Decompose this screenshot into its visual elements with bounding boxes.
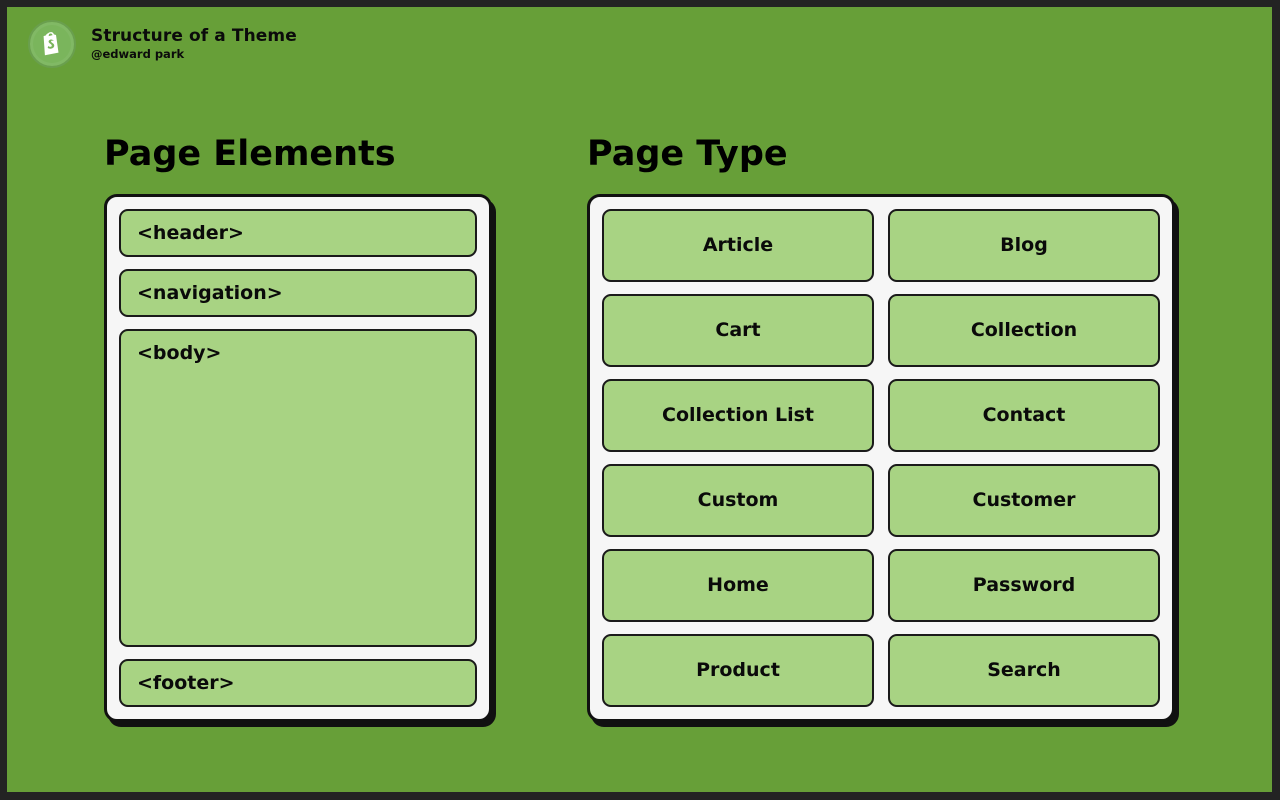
page-type-blog[interactable]: Blog — [888, 209, 1160, 282]
page-type-grid: Article Blog Cart Collection Collection … — [602, 209, 1160, 707]
page-type-contact[interactable]: Contact — [888, 379, 1160, 452]
page-type-product[interactable]: Product — [602, 634, 874, 707]
page-type-cart[interactable]: Cart — [602, 294, 874, 367]
page-elements-card: <header> <navigation> <body> <footer> — [104, 194, 492, 722]
page-type-home[interactable]: Home — [602, 549, 874, 622]
page-type-collection[interactable]: Collection — [888, 294, 1160, 367]
header-text: Structure of a Theme @edward park — [91, 26, 297, 62]
board-header: Structure of a Theme @edward park — [28, 20, 297, 68]
board-author: @edward park — [91, 47, 185, 62]
page-type-card: Article Blog Cart Collection Collection … — [587, 194, 1175, 722]
element-box-footer[interactable]: <footer> — [119, 659, 477, 707]
page-type-custom[interactable]: Custom — [602, 464, 874, 537]
diagram-canvas: Structure of a Theme @edward park Page E… — [7, 7, 1272, 792]
page-type-search[interactable]: Search — [888, 634, 1160, 707]
page-type-column: Page Type Article Blog Cart Collection C… — [587, 137, 1187, 722]
page-type-collection-list[interactable]: Collection List — [602, 379, 874, 452]
page-type-article[interactable]: Article — [602, 209, 874, 282]
page-type-customer[interactable]: Customer — [888, 464, 1160, 537]
element-box-navigation[interactable]: <navigation> — [119, 269, 477, 317]
page-type-password[interactable]: Password — [888, 549, 1160, 622]
page-elements-column: Page Elements <header> <navigation> <bod… — [104, 137, 504, 722]
page-type-heading: Page Type — [587, 134, 788, 174]
page-title: Structure of a Theme — [91, 25, 297, 46]
shopify-bag-icon — [28, 20, 76, 68]
element-box-header[interactable]: <header> — [119, 209, 477, 257]
element-box-body[interactable]: <body> — [119, 329, 477, 647]
page-elements-heading: Page Elements — [104, 134, 396, 174]
